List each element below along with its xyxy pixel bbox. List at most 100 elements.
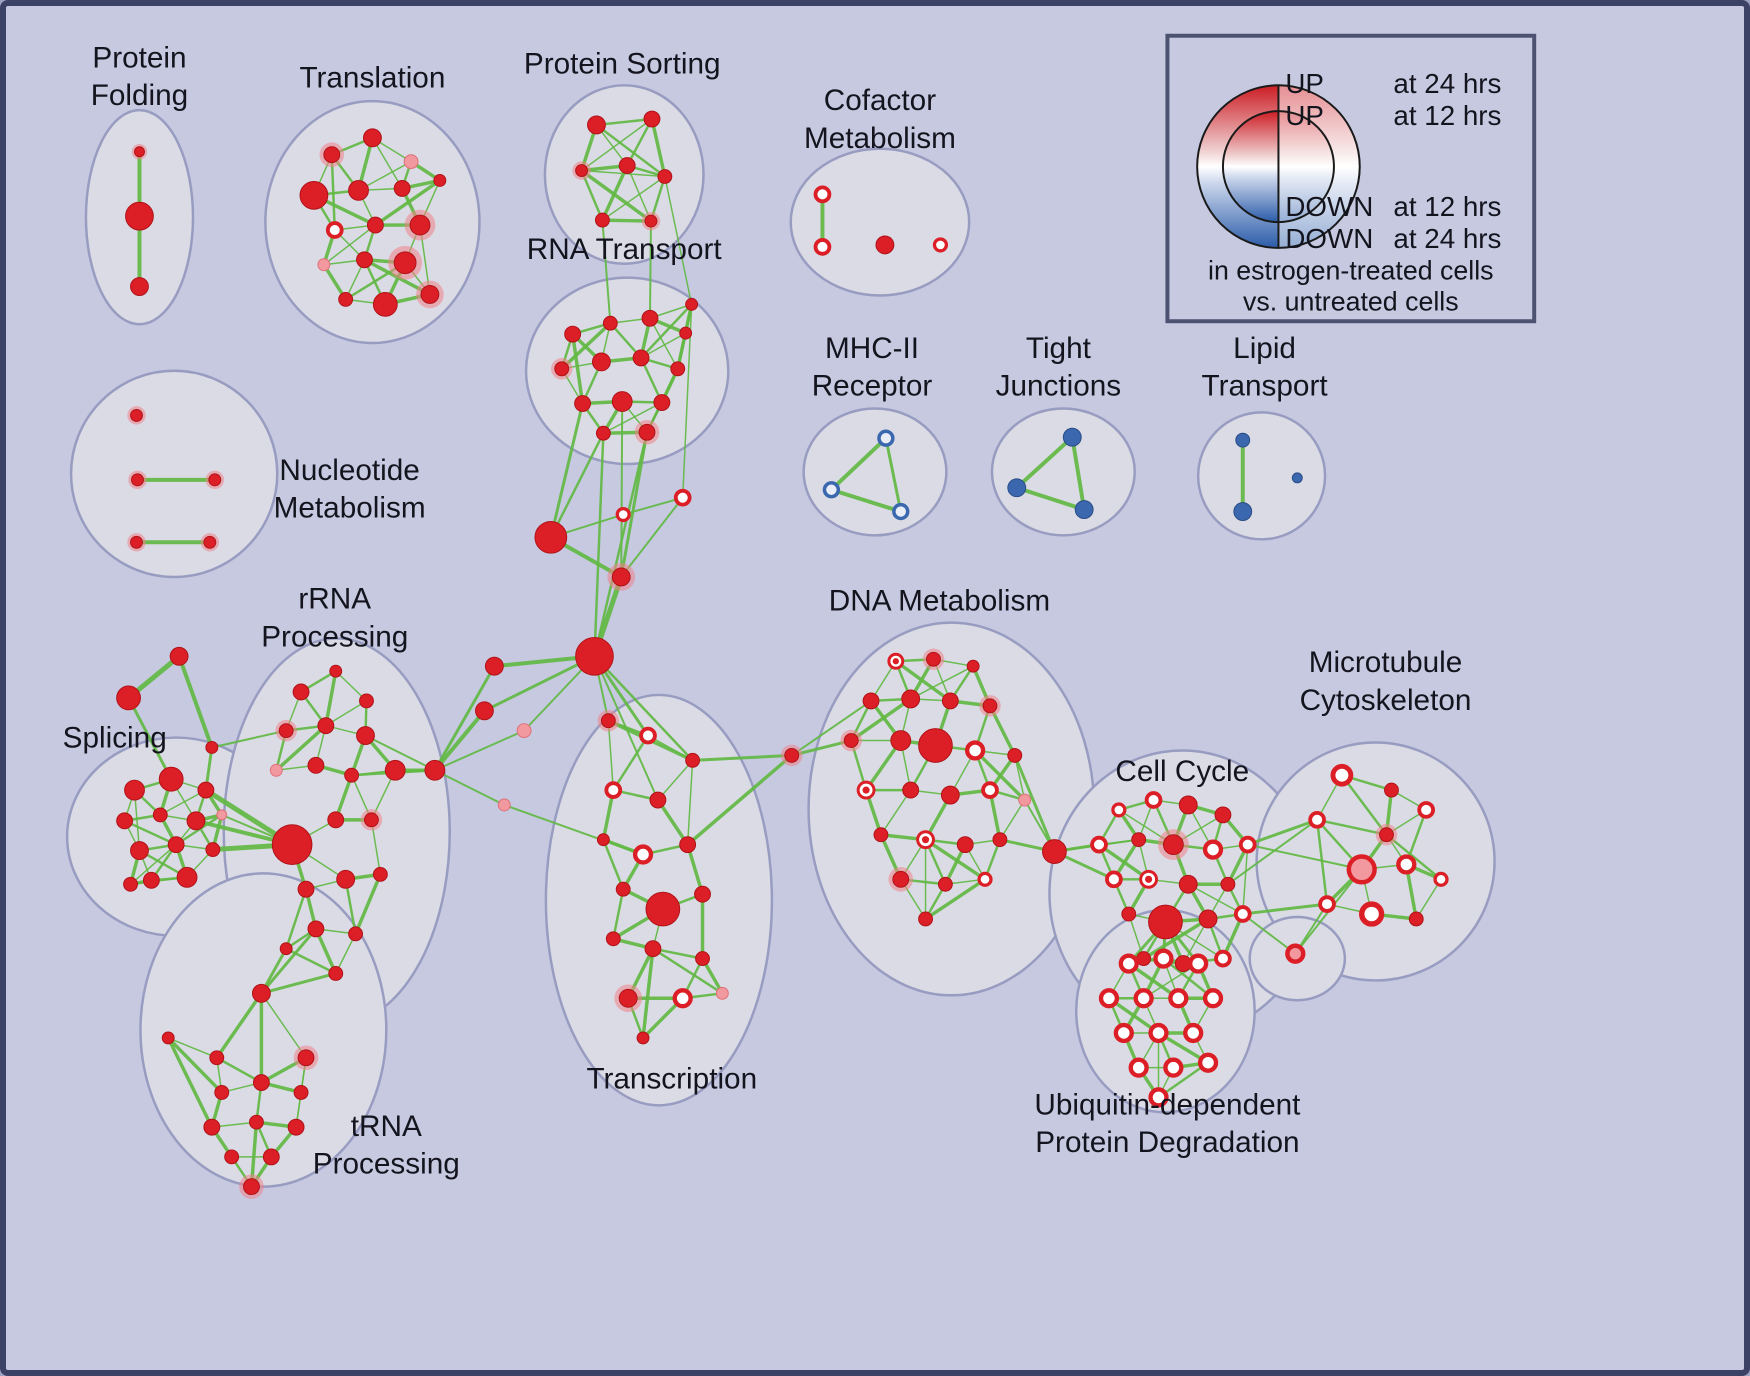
legend-direction-label: DOWN [1285,191,1373,222]
association-edge [1226,818,1319,886]
gene-node-s-rrna-processing [279,942,293,956]
gene-node-b-tight-junctions [1074,500,1094,519]
gene-node-b-tight-junctions [1062,427,1082,447]
gene-node-r-dna-metabolism [977,871,993,887]
association-edge [685,842,705,896]
gene-node-br-mhc2-receptor [892,502,910,521]
gene-node-r-ubiquitin-degradation [1197,1052,1219,1073]
module-label: Splicing [63,721,167,754]
association-edge [657,759,694,801]
association-edge [620,400,624,578]
association-edge [849,697,913,743]
gene-node-r-cell-cycle [1238,835,1257,854]
gene-node-s-translation [356,251,373,269]
gene-node-s-cell-cycle [1148,904,1183,940]
module-label: rRNA [298,583,371,616]
association-edge [612,734,650,792]
gene-node-s-rna-transport [595,425,611,441]
gene-node-s-rrna-processing [356,726,375,745]
gene-node-s-rrna-processing [327,811,345,829]
gene-node-r-cell-cycle [1144,791,1163,809]
module-label: Lipid [1233,332,1296,365]
gene-node-h-nucleotide-metabolism [205,470,225,490]
module-label: Microtubule [1309,646,1463,679]
gene-node-r-microtubule-cytoskeleton [1330,763,1354,787]
gene-node-s-transcription [644,940,662,958]
gene-node-s-trna-processing [252,1074,270,1091]
association-edge [626,164,652,222]
gene-node-s-cell-cycle [1178,874,1198,894]
association-edge [1246,843,1363,871]
association-edge [129,843,177,886]
gene-node-s-rna-transport [641,309,659,327]
gene-node-s-connectors [484,656,504,676]
gene-node-s-microtubule-cytoskeleton [1408,911,1424,927]
gene-node-r-connectors [615,506,631,523]
association-edge [595,123,667,178]
gene-node-s-connectors [424,759,446,781]
association-edge [601,175,666,221]
association-edge [607,719,615,791]
gene-node-r-microtubule-cytoskeleton [1358,901,1385,927]
association-edge [549,402,585,539]
gene-node-s-rna-transport [679,326,693,340]
association-edge [123,819,178,846]
gene-node-h-microtubule-cytoskeleton [1375,823,1398,846]
module-label: Protein [92,41,186,74]
association-edge [166,1036,224,1095]
gene-node-s-connectors [169,646,189,666]
gene-node-s-dna-metabolism [918,728,953,763]
gene-node-s-translation [363,128,382,148]
gene-node-r-ubiquitin-degradation [1118,953,1139,974]
gene-node-br-mhc2-receptor [877,429,895,447]
gene-node-r-connectors [673,488,692,507]
gene-node-s-rrna-processing [372,866,388,882]
gene-node-r-cofactor-metabolism [813,238,832,256]
association-edge [503,803,645,856]
association-edge [215,991,264,1060]
module-label: MHC-II [825,332,919,365]
gene-node-s-protein-sorting [657,169,673,184]
gene-node-s-trna-processing [161,1031,175,1045]
gene-node-s-translation [338,291,354,307]
gene-node-s-protein-sorting [587,115,606,135]
module-label: Translation [299,61,445,94]
module-label: Cofactor [824,84,936,117]
gene-node-h-protein-sorting [572,161,591,180]
association-edge [259,927,318,995]
cluster-ellipse-cofactor-metabolism [789,147,971,297]
association-edge [1315,818,1329,906]
gene-node-h-protein-sorting [641,211,661,231]
association-edge [1385,833,1443,881]
gene-node-s-translation [299,180,329,210]
gene-node-s-rna-transport [685,297,699,311]
module-label: RNA Transport [527,233,723,266]
gene-node-h-dna-metabolism [922,648,945,671]
module-label: Protein Sorting [524,47,721,80]
gene-node-s-splicing [152,807,168,823]
gene-node-s-connectors [534,520,568,554]
gene-node-s-splicing [158,766,184,792]
gene-node-br-mhc2-receptor [822,481,841,499]
gene-node-p-connectors [497,798,511,812]
association-edge [215,1056,263,1084]
gene-node-s-splicing [123,876,138,892]
gene-node-r-microtubule-cytoskeleton [1308,810,1326,829]
association-edge [433,769,506,806]
gene-node-s-trna-processing [251,983,271,1003]
gene-node-s-trna-processing [203,1118,221,1136]
cluster-ellipse-dna-metabolism [807,621,1096,997]
association-edge [593,432,605,658]
gene-node-r-ubiquitin-degradation [1148,1087,1169,1108]
legend-caption: in estrogen-treated cells [1208,256,1494,286]
gene-node-s-rrna-processing [348,926,364,942]
gene-node-s-dna-metabolism [873,827,889,843]
cluster-ellipse-lipid-transport [1196,411,1327,541]
gene-node-s-cell-cycle [1220,876,1236,892]
gene-node-p-transcription [715,986,729,1000]
gene-node-r-ubiquitin-degradation [1128,1057,1149,1078]
gene-node-h-translation [319,142,345,167]
gene-node-s-dna-metabolism [992,832,1008,848]
